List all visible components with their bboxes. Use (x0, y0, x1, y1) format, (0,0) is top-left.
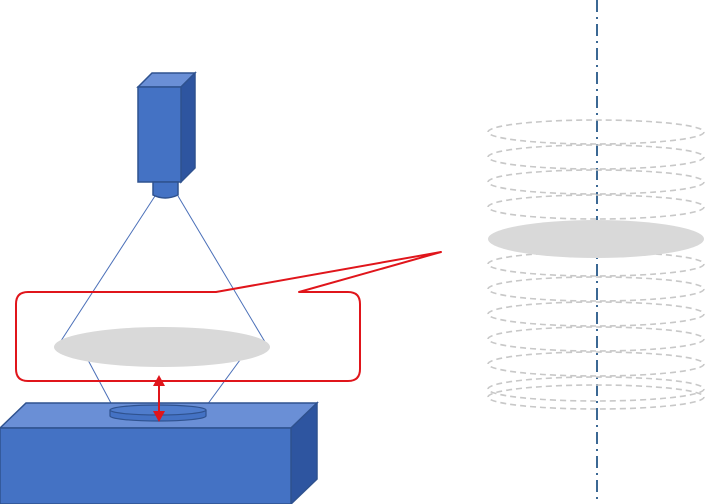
dashed-slice-1 (487, 119, 705, 145)
camera-icon (136, 71, 197, 199)
dashed-slice-6 (487, 276, 705, 302)
camera-lens (152, 181, 179, 199)
arrow-head-up (153, 375, 165, 386)
ray-right (177, 195, 269, 348)
arrow-head-down (153, 411, 165, 422)
dashed-slice-11 (487, 384, 705, 410)
light-cone (56, 195, 269, 406)
camera-body (137, 86, 182, 183)
dashed-slice-4 (487, 194, 705, 220)
dashed-slice-5 (487, 251, 705, 277)
double-arrow-icon (153, 375, 165, 422)
focal-plane-disc (54, 327, 270, 367)
dashed-slice-3 (487, 169, 705, 195)
dashed-slice-7 (487, 301, 705, 327)
dashed-slice-2 (487, 144, 705, 170)
active-focal-slice (488, 220, 704, 258)
ray-left (56, 195, 156, 348)
dashed-slice-8 (487, 326, 705, 352)
focal-slice-stack (487, 119, 705, 410)
stage-front (0, 427, 292, 504)
dashed-slice-9 (487, 351, 705, 377)
zoom-callout (15, 251, 442, 382)
camera-side (180, 71, 196, 184)
ray-lower-left (87, 359, 113, 406)
dashed-slice-10 (487, 376, 705, 402)
ray-lower-right (206, 359, 241, 406)
